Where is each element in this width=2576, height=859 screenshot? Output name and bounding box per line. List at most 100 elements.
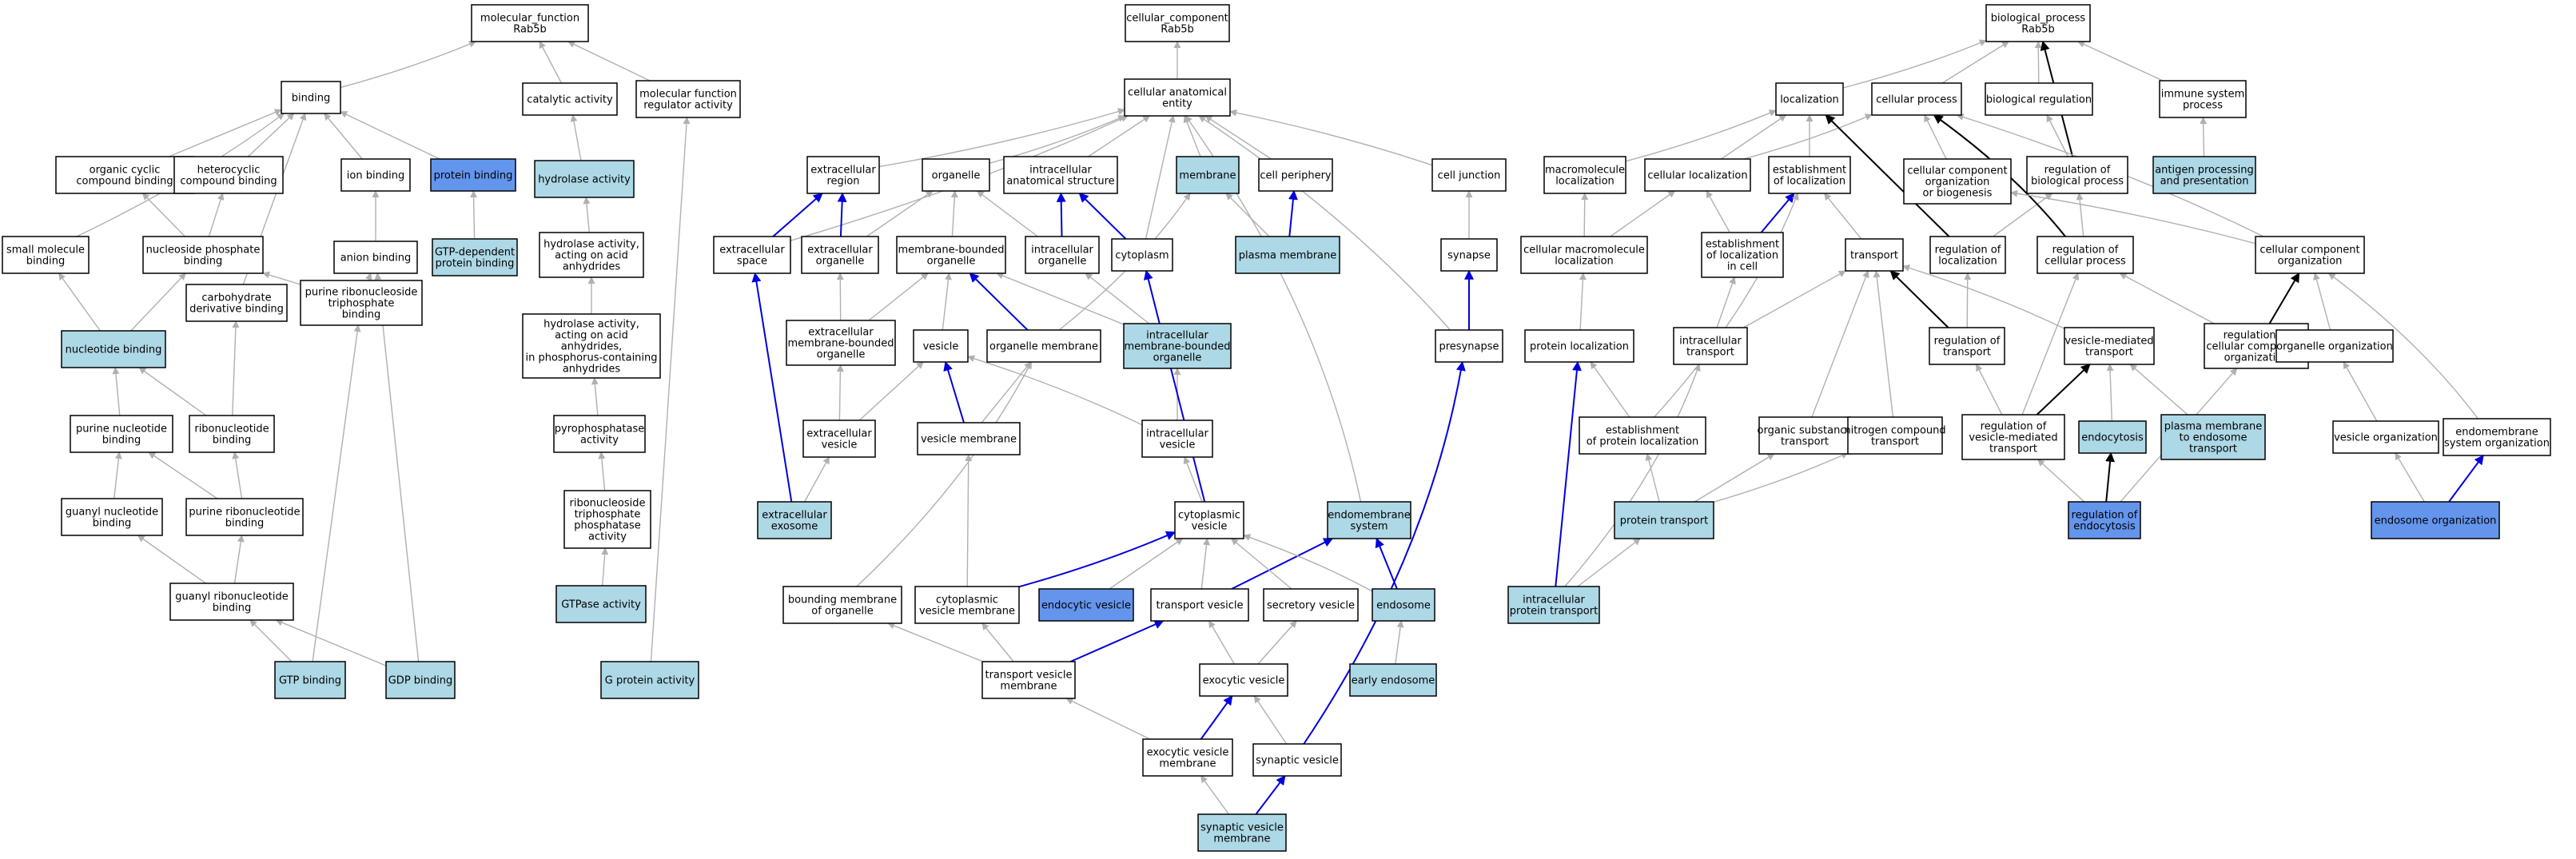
node-cellproc[interactable]: cellular process [1871, 82, 1962, 116]
node-hydro[interactable]: hydrolase activity [534, 160, 635, 198]
node-organelle[interactable]: organelle [922, 158, 990, 192]
node-endocves[interactable]: endocytic vesicle [1038, 588, 1134, 622]
node-vesmem[interactable]: vesicle membrane [917, 422, 1021, 455]
node-earlyendo[interactable]: early endosome [1349, 663, 1437, 697]
node-transport[interactable]: transport [1845, 238, 1904, 272]
node-binding[interactable]: binding [281, 81, 341, 114]
node-anionb[interactable]: anion binding [333, 241, 418, 274]
node-exoves[interactable]: exocytic vesicle [1199, 663, 1288, 697]
node-synves[interactable]: synaptic vesicle [1252, 743, 1342, 777]
node-endoorg[interactable]: endosome organization [2371, 501, 2500, 539]
node-gdpb[interactable]: GDP binding [385, 661, 456, 699]
node-gprot[interactable]: G protein activity [600, 661, 699, 699]
node-nucb[interactable]: nucleotide binding [61, 330, 166, 368]
node-endosome[interactable]: endosome [1372, 588, 1435, 622]
node-cellper[interactable]: cell periphery [1258, 158, 1333, 192]
node-vesicle[interactable]: vesicle [913, 329, 969, 363]
node-protloc[interactable]: protein localization [1524, 329, 1634, 363]
node-rntpase[interactable]: ribonucleosidetriphosphatephosphataseact… [563, 490, 651, 549]
node-plasmem[interactable]: plasma membrane [1235, 236, 1340, 274]
node-vesorg[interactable]: vesicle organization [2332, 420, 2439, 454]
node-hydroacid[interactable]: hydrolase activity,acting on acidanhydri… [539, 232, 644, 278]
node-orgmem[interactable]: organelle membrane [986, 329, 1101, 363]
node-secves[interactable]: secretory vesicle [1263, 588, 1359, 622]
node-transves[interactable]: transport vesicle [1150, 588, 1249, 622]
node-endocytosis[interactable]: endocytosis [2078, 420, 2147, 454]
node-celljunc[interactable]: cell junction [1431, 158, 1507, 192]
node-hydrophos[interactable]: hydrolase activity,acting on acidanhydri… [522, 313, 661, 379]
node-bioreg[interactable]: biological regulation [1985, 82, 2093, 116]
node-gtpb[interactable]: GTP binding [274, 661, 346, 699]
node-gtpase[interactable]: GTPase activity [555, 585, 647, 623]
node-synapse[interactable]: synapse [1440, 238, 1498, 272]
node-prottrans[interactable]: protein transport [1614, 501, 1714, 539]
node-catalytic[interactable]: catalytic activity [522, 82, 618, 116]
node-cellloc[interactable]: cellular localization [1644, 158, 1751, 192]
node-protb[interactable]: protein binding [430, 158, 516, 192]
node-ionb[interactable]: ion binding [340, 158, 411, 192]
node-localization[interactable]: localization [1775, 82, 1844, 116]
node-presynapse[interactable]: presynapse [1435, 329, 1503, 363]
node-membrane[interactable]: membrane [1176, 156, 1240, 194]
node-orgorg[interactable]: organelle organization [2275, 329, 2394, 363]
node-cytoplasm[interactable]: cytoplasm [1111, 238, 1173, 272]
